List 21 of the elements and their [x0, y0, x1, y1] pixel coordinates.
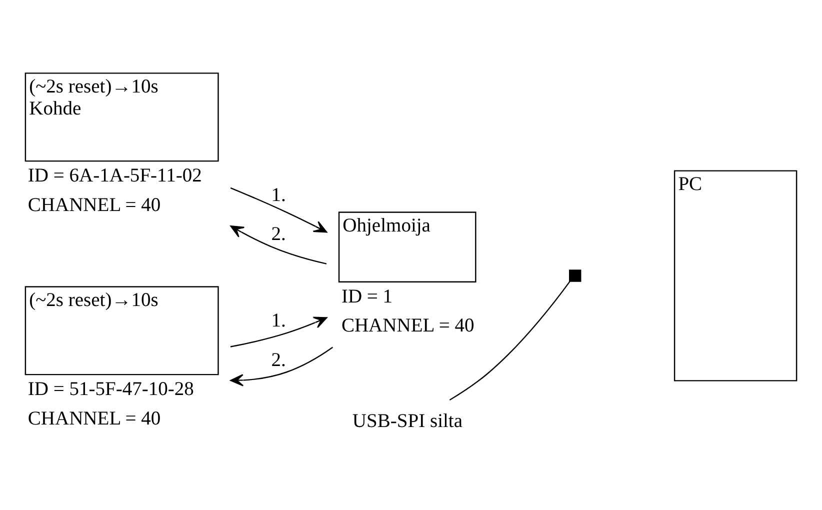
- node-box: [569, 270, 582, 282]
- arrow: [230, 187, 328, 233]
- node-label: CHANNEL = 40: [341, 316, 474, 337]
- edge-label: 2.: [271, 350, 286, 371]
- node-label: CHANNEL = 40: [28, 194, 161, 216]
- connector: [449, 281, 570, 401]
- node-box: Ohjelmoija: [338, 212, 476, 282]
- node-box: (~2s reset)→10s Kohde: [24, 72, 219, 162]
- node-box: PC: [674, 170, 798, 382]
- node-label: ID = 51-5F-47-10-28: [28, 379, 194, 400]
- node-box: (~2s reset)→10s: [24, 286, 219, 376]
- edge-label: 2.: [271, 224, 286, 246]
- node-label: ID = 6A-1A-5F-11-02: [28, 166, 202, 187]
- edge-label: 1.: [271, 185, 286, 206]
- edge-label: 1.: [271, 310, 286, 332]
- arrow: [230, 226, 327, 264]
- arrow: [230, 346, 334, 386]
- node-label: CHANNEL = 40: [28, 408, 161, 430]
- node-text: USB-SPI silta: [352, 410, 463, 432]
- arrow: [230, 316, 328, 348]
- node-label: ID = 1: [341, 286, 393, 308]
